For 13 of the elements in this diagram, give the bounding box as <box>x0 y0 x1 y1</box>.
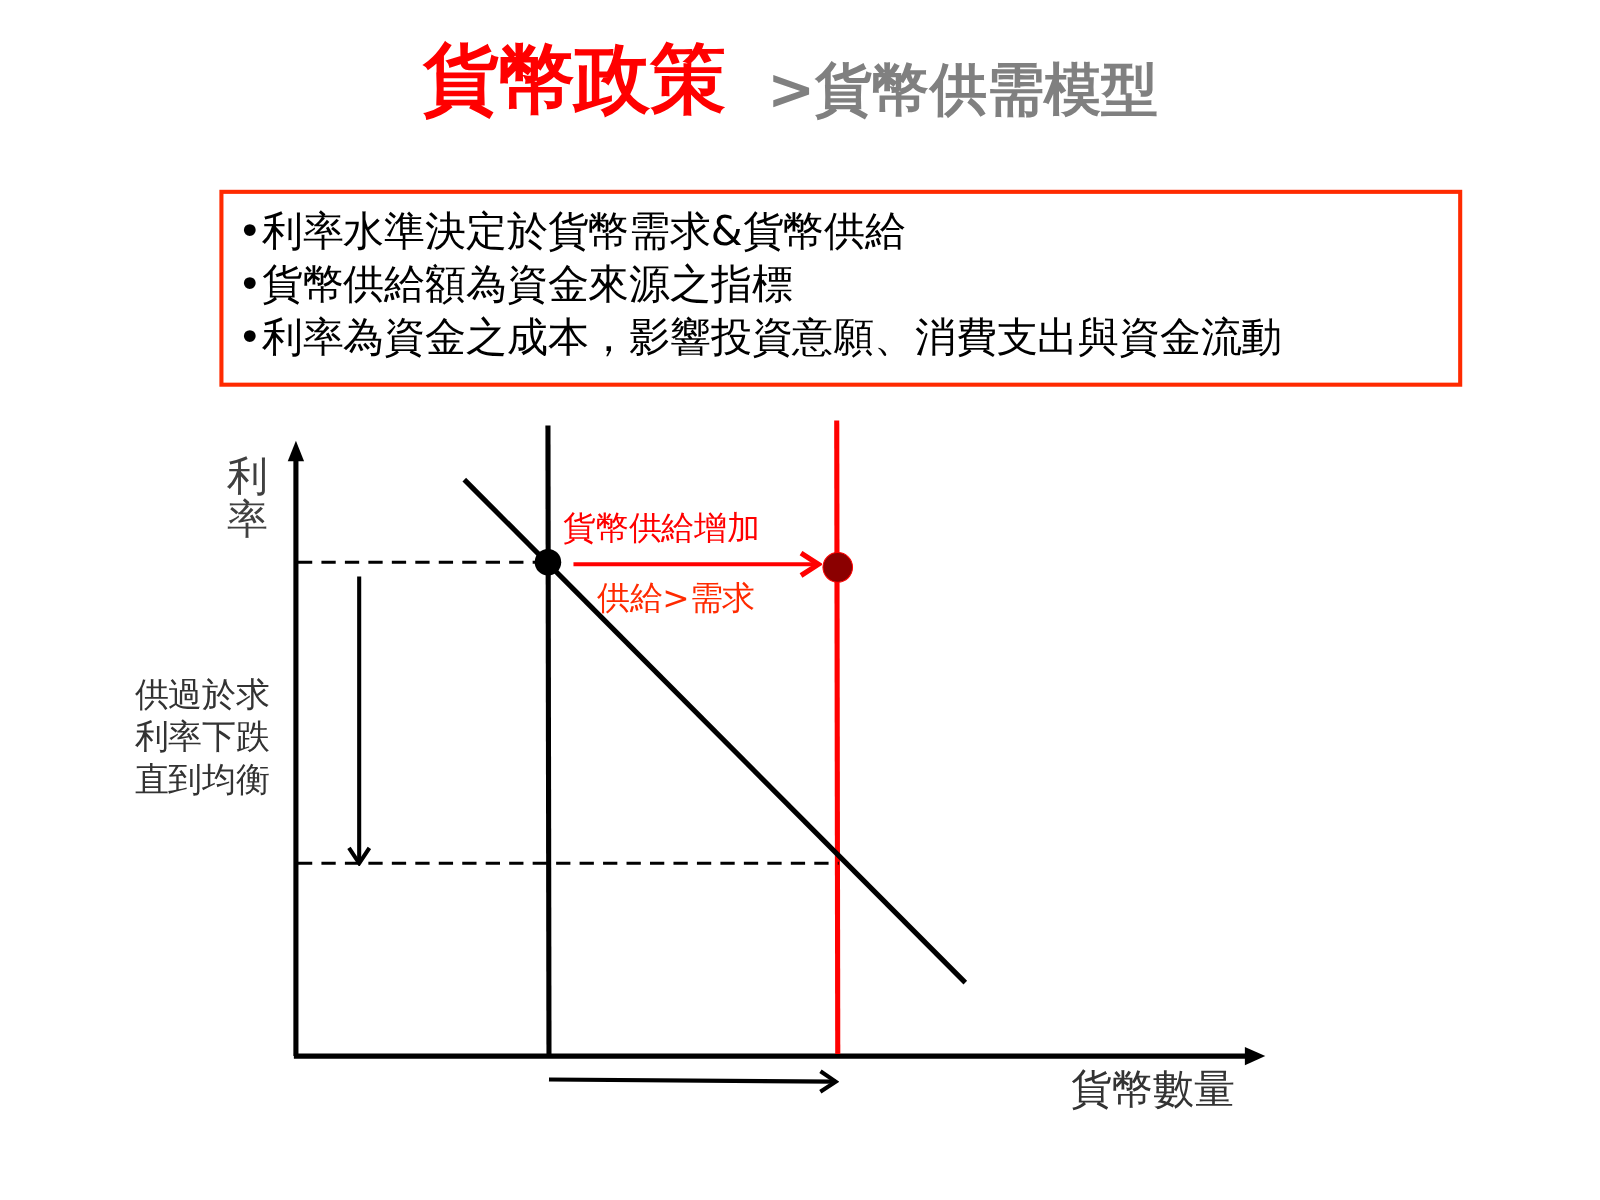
bullet-text: •利率水準決定於貨幣需求&貨幣供給 <box>237 206 907 257</box>
text-panel <box>219 189 1463 387</box>
annotation: 供給>需求 <box>596 577 755 620</box>
axis-label: 利率 <box>225 454 269 540</box>
point-marker <box>534 549 562 576</box>
bullet-text: •貨幣供給額為資金來源之指標 <box>237 259 794 310</box>
subtitle: >貨幣供需模型 <box>767 61 1159 119</box>
axis-label: 貨幣數量 <box>1071 1064 1235 1115</box>
bullet-text: •利率為資金之成本，影響投資意願、消費支出與資金流動 <box>237 312 1284 363</box>
arrow <box>573 550 821 579</box>
edge-label: 貨幣供給增加 <box>563 508 760 548</box>
point-marker <box>822 552 854 583</box>
annotation: 供過於求利率下跌直到均衡 <box>134 673 271 800</box>
